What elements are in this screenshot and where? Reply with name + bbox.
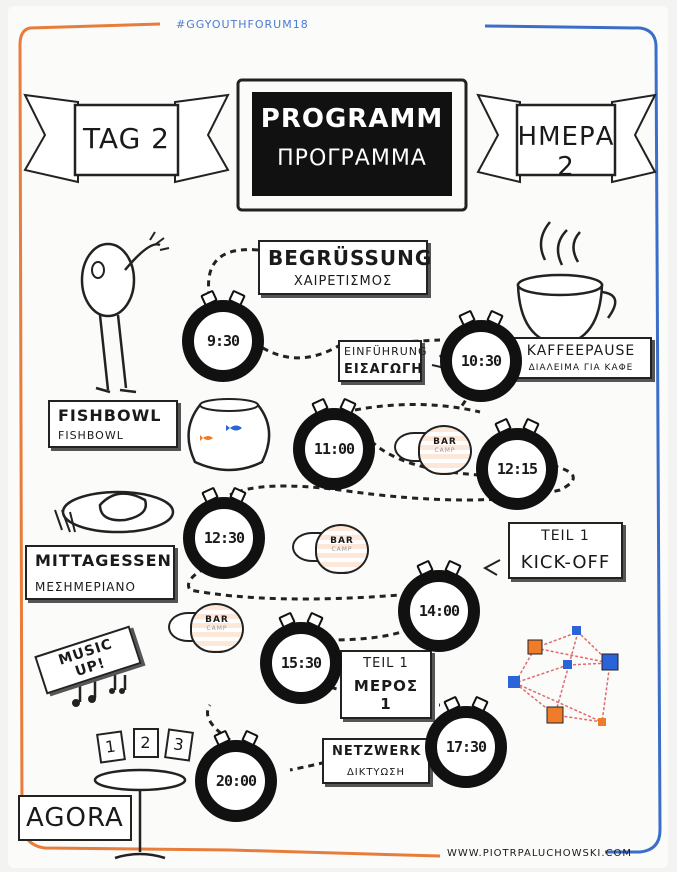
label-part1-el: ΜΕΡΟΣ 1 (353, 677, 419, 713)
hashtag: #GGYOUTHFORUM18 (176, 18, 309, 31)
clock-1100: 11:00 (293, 408, 375, 490)
ribbon-left-body (73, 103, 180, 177)
clock-time: 9:30 (206, 332, 240, 350)
network-graph (508, 626, 619, 726)
label-agora: AGORA (18, 795, 132, 841)
barcamp-small: CAMP (206, 625, 228, 632)
label-welcome: BEGRÜßUNG ΧΑΙΡΕΤΙΣΜΟΣ (258, 240, 433, 295)
agora-card-1: 1 (96, 730, 126, 764)
barcamp-label: BAR (433, 437, 457, 447)
label-coffee-el: ΔΙΑΛΕΙΜΑ ΓΙΑ ΚΑΦΕ (528, 363, 634, 373)
agora-table (93, 768, 187, 792)
agora-card-2: 2 (133, 728, 159, 758)
clock-time: 14:00 (418, 602, 460, 620)
left-border-stroke (18, 22, 231, 852)
label-welcome-el: ΧΑΙΡΕΤΙΣΜΟΣ (293, 274, 393, 289)
right-border-stroke (484, 24, 662, 854)
title-blackboard (252, 92, 452, 196)
day-label-german: TAG 2 (82, 122, 170, 155)
clock-time: 10:30 (460, 352, 502, 370)
label-network-de: NETZWERK (332, 744, 422, 759)
ribbon-left-tail (23, 93, 79, 184)
label-kickoff-line2: KICK-OFF (520, 552, 611, 573)
label-intro-de: EINFÜHRUNG (344, 345, 428, 358)
clock-time: 12:15 (496, 460, 538, 478)
clock-1730: 17:30 (425, 706, 507, 788)
label-kickoff-line1: TEIL 1 (541, 528, 590, 544)
fishbowl-bowl (187, 403, 271, 472)
clock-2000: 20:00 (195, 740, 277, 822)
ribbon-right-tail (476, 93, 521, 184)
website-credit: WWW.PIOTRPALUCHOWSKI.COM (447, 848, 633, 859)
ribbon-left-tail-2 (174, 93, 230, 184)
label-lunch: MITTAGESSEN ΜΕΣΗΜΕΡΙΑΝΟ (25, 545, 175, 600)
label-network: NETZWERK ΔΙΚΤΥΩΣΗ (322, 738, 430, 784)
title-greek: ΠΡΟΓΡΑΜΜΑ (277, 146, 427, 171)
label-fishbowl-de: FISHBOWL (58, 406, 162, 425)
title-german: PROGRAMM (260, 104, 444, 134)
barcamp-label: BAR (330, 536, 354, 546)
clock-time: 15:30 (280, 654, 322, 672)
clock-1230: 12:30 (183, 497, 265, 579)
label-fishbowl: FISHBOWL FISHBOWL (48, 400, 178, 448)
label-lunch-el: ΜΕΣΗΜΕΡΙΑΝΟ (35, 580, 136, 594)
clock-time: 12:30 (203, 529, 245, 547)
label-coffee: KAFFEEPAUSE ΔΙΑΛΕΙΜΑ ΓΙΑ ΚΑΦΕ (510, 337, 652, 379)
label-intro-el: ΕΙΣΑΓΩΓΗ (344, 362, 424, 377)
label-network-el: ΔΙΚΤΥΩΣΗ (346, 767, 406, 778)
barcamp-small: CAMP (331, 546, 353, 553)
label-fishbowl-el: FISHBOWL (58, 429, 124, 442)
clock-1400: 14:00 (398, 570, 480, 652)
label-lunch-de: MITTAGESSEN (35, 551, 172, 570)
clock-1030: 10:30 (440, 320, 522, 402)
label-part1-de: TEIL 1 (363, 656, 409, 671)
clock-time: 20:00 (215, 772, 257, 790)
clock-time: 11:00 (313, 440, 355, 458)
clock-0930: 9:30 (182, 300, 264, 382)
label-intro: EINFÜHRUNG ΕΙΣΑΓΩΓΗ (338, 340, 428, 382)
label-part1: TEIL 1 ΜΕΡΟΣ 1 (340, 650, 432, 719)
label-kickoff: TEIL 1 KICK-OFF (508, 522, 623, 579)
day-label-greek: ΗΜΕΡΑ 2 (517, 122, 615, 182)
barcamp-small: CAMP (434, 447, 456, 454)
agora-card-3: 3 (164, 728, 194, 762)
label-coffee-de: KAFFEEPAUSE (526, 343, 636, 359)
barcamp-label: BAR (205, 615, 229, 625)
character-head (80, 242, 136, 318)
bottom-border-stroke (229, 848, 441, 858)
title-frame (236, 78, 468, 212)
clock-1215: 12:15 (476, 428, 558, 510)
clock-1530: 15:30 (260, 622, 342, 704)
ribbon-right-body (515, 103, 617, 177)
ribbon-right-tail-2 (611, 93, 657, 184)
clock-time: 17:30 (445, 738, 487, 756)
label-welcome-de: BEGRÜßUNG (268, 246, 433, 270)
